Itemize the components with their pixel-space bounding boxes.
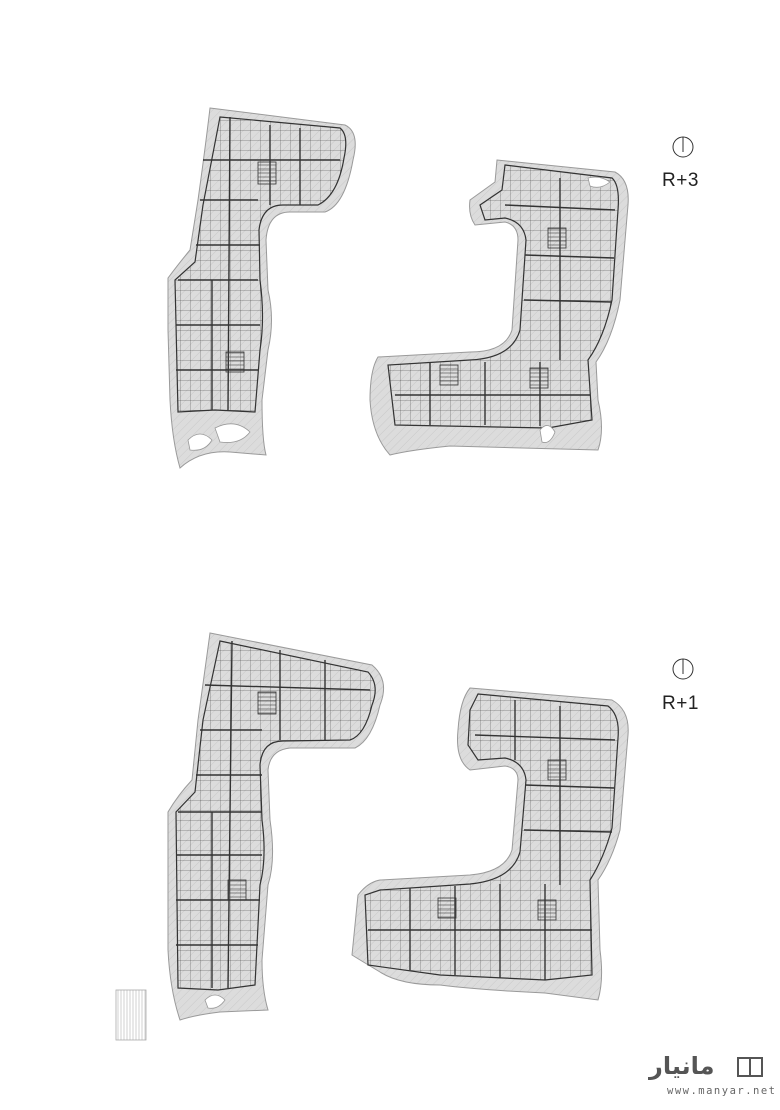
watermark-url[interactable]: www.manyar.net	[667, 1085, 777, 1097]
watermark-logo-icon	[737, 1057, 763, 1077]
staircase-icon	[537, 899, 557, 921]
r1-west-wing-walls	[176, 640, 371, 989]
staircase-icon	[547, 759, 567, 781]
hatched-block	[115, 989, 147, 1041]
staircase-icon	[529, 367, 549, 389]
staircase-icon	[257, 691, 277, 715]
r3-west-pocket	[187, 433, 213, 451]
watermark-logo-text: مانیار	[649, 1052, 715, 1080]
staircase-icon	[437, 897, 457, 919]
r3-west-wing-floor	[174, 116, 347, 413]
staircase-icon	[225, 351, 245, 373]
plan-r3	[167, 107, 694, 469]
plan-r1	[115, 632, 694, 1041]
staircase-icon	[439, 364, 459, 386]
r3-east-pocket	[587, 176, 611, 188]
level-label-r1: R+1	[662, 693, 699, 714]
level-label-r3: R+3	[662, 170, 699, 191]
north-arrow-icon	[672, 658, 694, 680]
r3-east-wing-floor	[387, 164, 619, 429]
r1-east-wing-floor	[364, 693, 619, 981]
staircase-icon	[547, 227, 567, 249]
staircase-icon	[257, 161, 277, 185]
staircase-icon	[227, 879, 247, 901]
r3-west-pocket	[214, 423, 251, 443]
north-arrow-icon	[672, 136, 694, 158]
r1-west-pocket	[204, 994, 226, 1009]
r3-east-pocket	[539, 425, 556, 443]
